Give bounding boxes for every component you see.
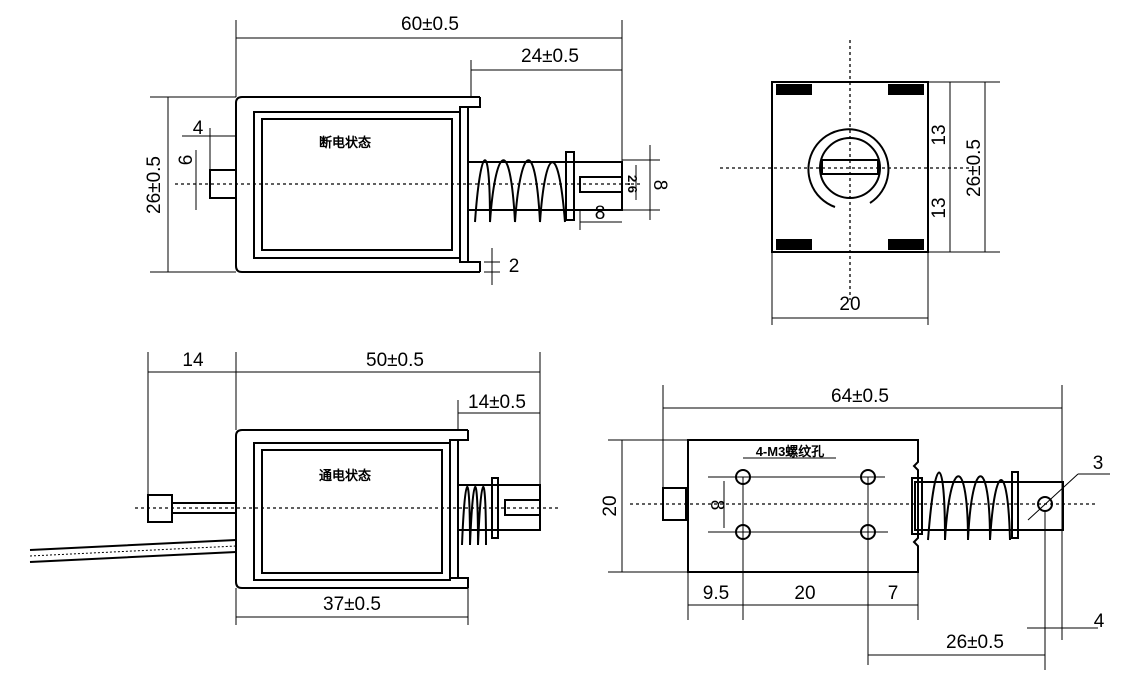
dim-end-height: 26±0.5: [964, 139, 985, 197]
spring-icon: [461, 486, 487, 546]
top-view: 4-M3螺纹孔 64±0.5 20 8 9.5 20 7 26±0.5 4 3: [600, 385, 1110, 670]
dim-top-hole-spacing-h: 20: [794, 583, 815, 604]
dim-off-stub-height: 6: [176, 155, 197, 166]
dim-on-frame: 37±0.5: [323, 594, 381, 615]
dim-top-hole-dia: 3: [1093, 453, 1104, 474]
dim-top-hole-position: 26±0.5: [946, 632, 1004, 653]
dim-end-lower: 13: [929, 197, 950, 218]
dim-end-width: 20: [839, 294, 860, 315]
dim-off-plunger-dia: 8: [649, 180, 670, 191]
on-state-label: 通电状态: [319, 468, 371, 483]
dim-off-slot-depth: 8: [595, 203, 606, 224]
dim-end-upper: 13: [929, 124, 950, 145]
spring-icon: [927, 471, 1011, 541]
dim-on-stroke: 14±0.5: [468, 392, 526, 413]
dim-top-height: 20: [600, 495, 621, 516]
dim-top-end-offset: 4: [1094, 611, 1105, 632]
off-state-label: 断电状态: [319, 135, 371, 150]
dim-off-stroke: 24±0.5: [521, 46, 579, 67]
threaded-holes-label: 4-M3螺纹孔: [756, 444, 825, 459]
dim-top-offset-left: 9.5: [703, 583, 729, 604]
dim-off-slot-width: 2.6: [625, 175, 640, 193]
off-state-view: 60±0.5 24±0.5 26±0.5 4 6 2.6 8 8 2 断电状态: [144, 14, 670, 285]
dim-top-total: 64±0.5: [831, 386, 889, 407]
cable-icon: [29, 539, 237, 563]
spring-icon: [474, 159, 566, 223]
dim-off-plate: 2: [509, 256, 520, 277]
on-state-view: 14 50±0.5 14±0.5 37±0.5 通电状态: [29, 350, 560, 625]
dim-on-total: 50±0.5: [366, 350, 424, 371]
dim-off-total: 60±0.5: [401, 14, 459, 35]
dim-off-stub-width: 4: [193, 118, 204, 139]
dim-top-hole-spacing-v: 8: [706, 500, 727, 511]
dim-top-offset-right: 7: [888, 583, 899, 604]
end-view: 13 13 26±0.5 20: [720, 40, 1000, 325]
dim-on-stub: 14: [182, 350, 204, 371]
dim-off-height: 26±0.5: [144, 156, 165, 214]
